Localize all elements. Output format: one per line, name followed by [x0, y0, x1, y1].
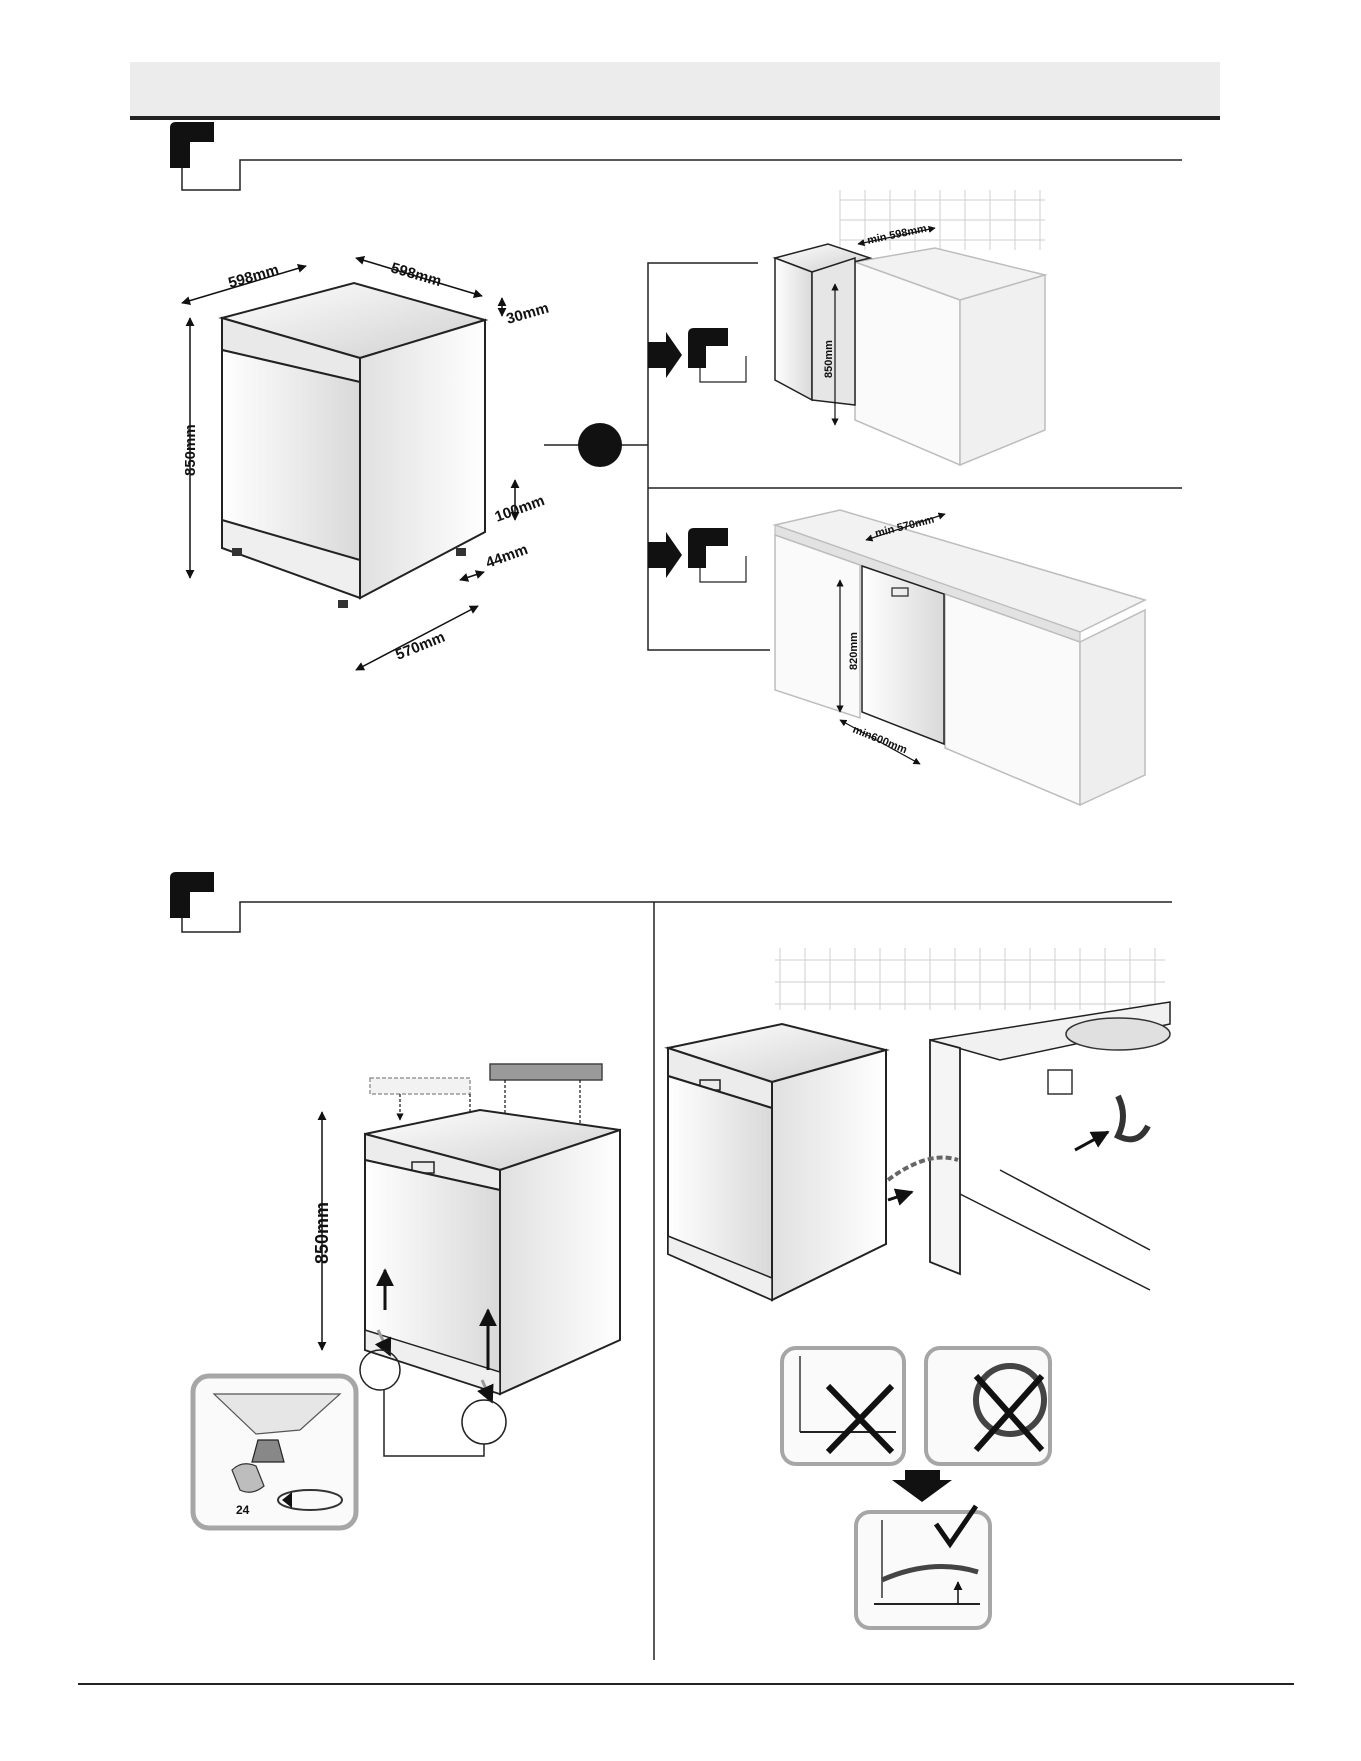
dim-height: 850mm: [182, 424, 199, 476]
option-b-height: 820mm: [848, 632, 860, 670]
freestanding-dishwasher: [222, 283, 485, 608]
dim-width-left: 598mm: [226, 261, 280, 292]
power-socket-icon: [1048, 1070, 1072, 1094]
option-a-height: 850mm: [823, 340, 835, 378]
sink: [1066, 1018, 1170, 1050]
wrench-size: 24: [236, 1503, 250, 1517]
drain-trap-icon: [1118, 1096, 1148, 1139]
dim-top-thickness: 30mm: [504, 300, 550, 328]
section2-step-icon: [170, 872, 1172, 1660]
option-b-min-width: min600mm: [851, 724, 909, 757]
spirit-level-ghost: [370, 1078, 470, 1094]
option-a-min-width: min 598mm: [866, 223, 928, 247]
down-arrow-icon: [892, 1470, 952, 1502]
dim-depth: 570mm: [393, 629, 447, 664]
level-height: 850mm: [312, 1202, 332, 1264]
dim-plinth-height: 100mm: [493, 492, 547, 526]
foot-adjust-inset: 24: [193, 1376, 356, 1528]
option-b-scene: 820mm min 570mm min600mm: [775, 510, 1145, 805]
option-a-scene: 850mm min 598mm: [775, 190, 1045, 465]
dim-width-right: 598mm: [389, 260, 443, 291]
hose-wrong-inset-2: [926, 1348, 1050, 1464]
spirit-level: [490, 1064, 602, 1080]
connection-scene: [668, 948, 1170, 1300]
dim-plinth-depth: 44mm: [484, 541, 531, 572]
hose-correct-inset: [856, 1506, 990, 1628]
hose-wrong-inset-1: [782, 1348, 904, 1464]
section1-step-icon: [170, 122, 1182, 190]
